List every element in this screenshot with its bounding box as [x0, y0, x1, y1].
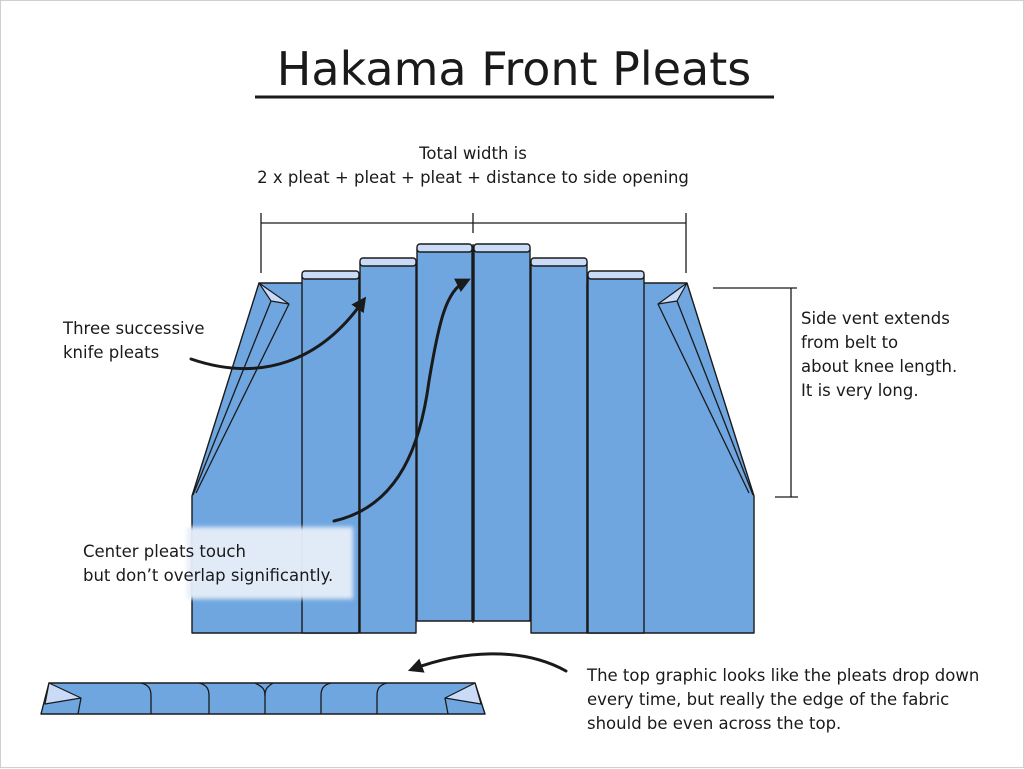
knife-pleats-label-line2: knife pleats — [63, 343, 159, 362]
center-pleats-label-line1: Center pleats touch — [83, 542, 246, 561]
center-pleats-arrow — [332, 278, 471, 523]
left-pleat-outer-top — [301, 270, 360, 280]
side-vent-label-line1: Side vent extends — [801, 309, 950, 328]
top-edge-view — [40, 682, 486, 715]
top-graphic-label-line1: The top graphic looks like the pleats dr… — [586, 666, 979, 685]
total-width-label-line2: 2 x pleat + pleat + pleat + distance to … — [257, 168, 689, 187]
total-width-label-line1: Total width is — [418, 144, 527, 163]
right-fold-corner — [657, 282, 688, 305]
left-pleat-center — [416, 248, 473, 622]
top-edge-right-fold — [444, 682, 482, 705]
left-fold-corner — [258, 282, 290, 305]
right-pleat-outer — [587, 275, 645, 634]
top-graphic-arrow — [407, 652, 568, 673]
knife-pleats-arrow — [189, 296, 367, 371]
knife-pleats-label-line1: Three successive — [62, 319, 205, 338]
side-vent-label-line2: from belt to — [801, 333, 898, 352]
top-graphic-label-line2: every time, but really the edge of the f… — [587, 690, 949, 709]
center-note-box — [187, 527, 353, 599]
right-pleat-middle-top — [530, 257, 588, 267]
right-pleat-middle — [530, 262, 588, 634]
left-pleat-center-top — [416, 243, 473, 253]
side-vent-label-line4: It is very long. — [801, 381, 919, 400]
right-pleat-outer-top — [587, 270, 645, 280]
side-vent-label-line3: about knee length. — [801, 357, 957, 376]
center-pleats-label-line2: but don’t overlap significantly. — [83, 566, 333, 585]
side-vent-dimension-line — [713, 287, 798, 498]
left-pleat-middle — [359, 262, 417, 634]
top-edge-strip — [40, 682, 486, 715]
right-pleat-center-top — [473, 243, 531, 253]
right-pleat-center — [473, 248, 531, 622]
top-edge-left-fold — [44, 682, 82, 705]
total-width-dimension-line — [260, 213, 687, 273]
top-graphic-label-line3: should be even across the top. — [587, 714, 841, 733]
left-pleat-middle-top — [359, 257, 417, 267]
page-title: Hakama Front Pleats — [277, 42, 751, 96]
